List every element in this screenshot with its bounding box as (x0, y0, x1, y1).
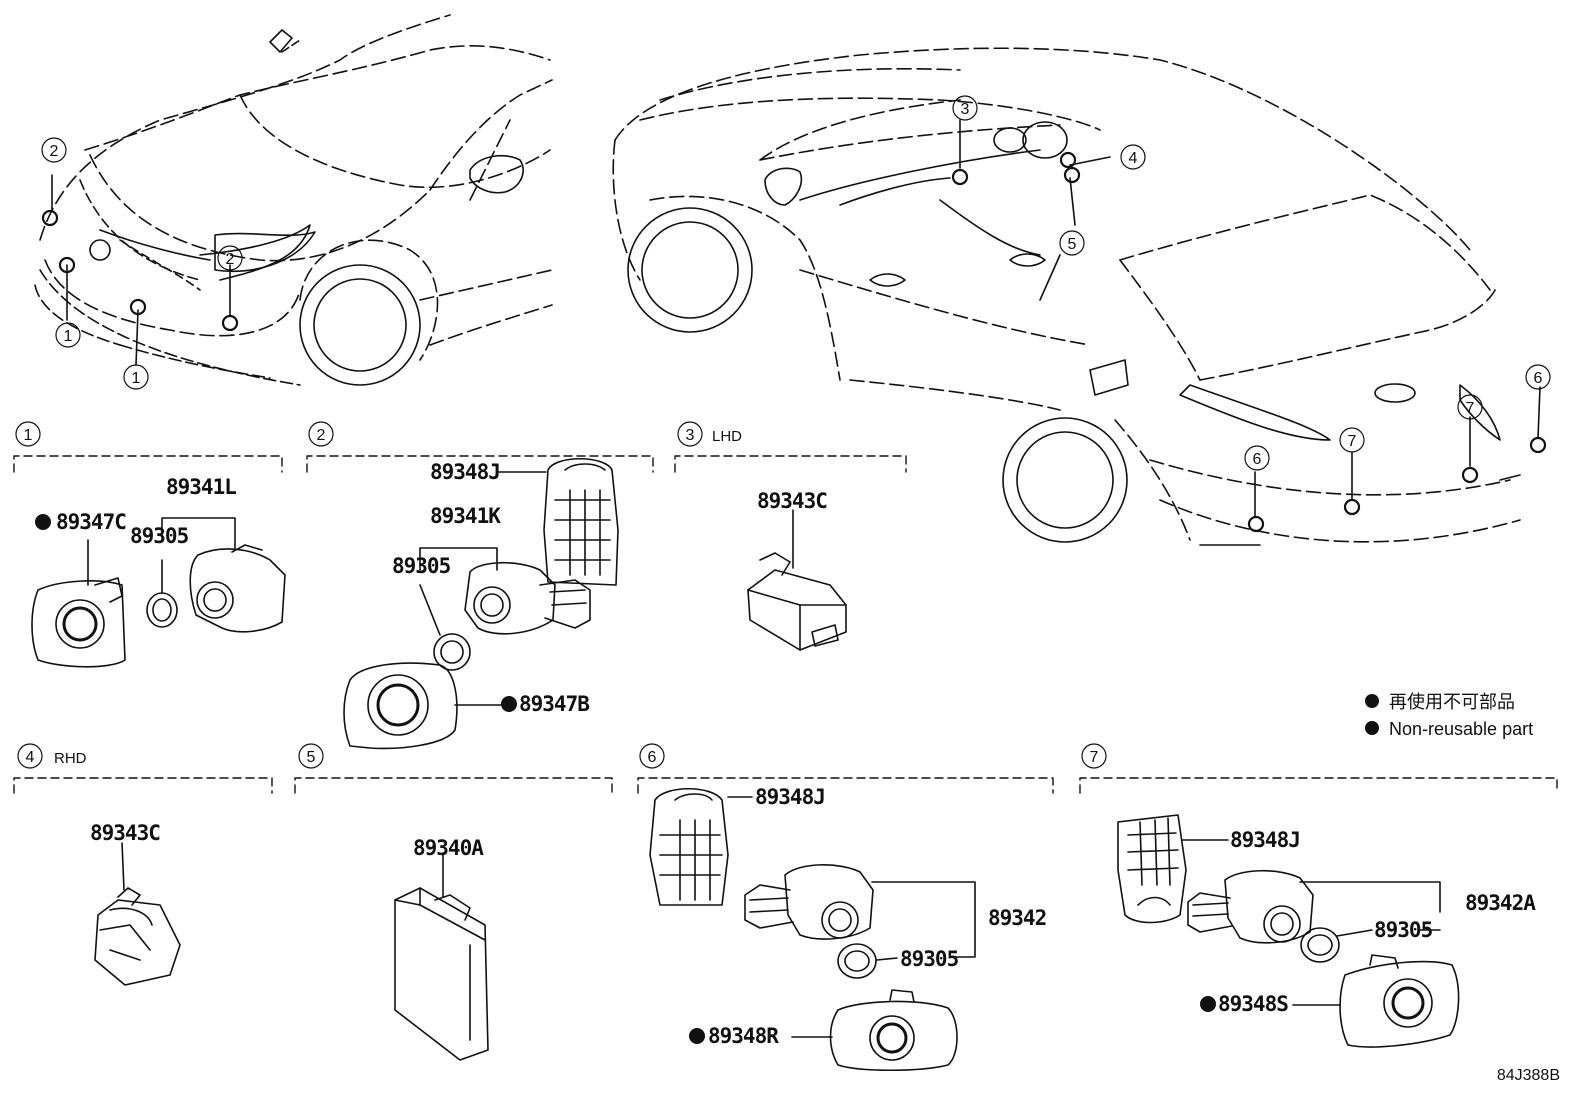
section-6-labels: 89348J 89342 89305 89348R (689, 785, 1047, 1048)
legend-dot-1 (1365, 694, 1379, 708)
part-89341K: 89341K (430, 504, 501, 528)
part-89305-s2: 89305 (392, 554, 451, 578)
part-89305-s1: 89305 (130, 524, 189, 548)
section-1-number: 1 (24, 427, 33, 444)
rear-car-illustration (613, 48, 1550, 545)
callout-7-rear-right: 7 (1466, 400, 1475, 417)
callout-2-front-upper: 2 (50, 143, 59, 160)
section-2-labels: 89348J 89341K 89305 89347B (392, 460, 590, 716)
section-headers (14, 456, 1557, 793)
section-number-circles (16, 422, 1106, 768)
section-6-parts (650, 789, 975, 1071)
part-89348R: 89348R (708, 1024, 779, 1048)
section-3-labels: 89343C (757, 489, 828, 513)
legend-non-reusable-jp: 再使用不可部品 (1389, 692, 1515, 712)
section-2-number: 2 (317, 427, 326, 444)
part-89348J-s6: 89348J (755, 785, 825, 809)
non-reusable-dot (689, 1028, 705, 1044)
part-89343C-lhd: 89343C (757, 489, 827, 513)
section-1-labels: 89341L 89347C 89305 (35, 475, 237, 548)
section-5-parts (395, 853, 488, 1060)
part-89348J-s7: 89348J (1230, 828, 1300, 852)
legend-non-reusable-en: Non-reusable part (1389, 719, 1533, 739)
part-89348J-s2: 89348J (430, 460, 500, 484)
part-89347C: 89347C (56, 510, 126, 534)
section-2-parts (344, 459, 618, 749)
part-89342A: 89342A (1465, 891, 1536, 915)
legend-dot-2 (1365, 721, 1379, 735)
section-1-parts (32, 518, 285, 667)
section-6-number: 6 (648, 749, 657, 766)
front-callout-labels: 2 2 1 1 (50, 143, 235, 387)
callout-1-front-left: 1 (64, 328, 73, 345)
part-89348S: 89348S (1218, 992, 1288, 1016)
callout-1-front-center: 1 (132, 370, 141, 387)
non-reusable-dot (35, 514, 51, 530)
diagram-code: 84J388B (1497, 1067, 1560, 1084)
section-4-parts (95, 843, 180, 985)
callout-4-rear: 4 (1129, 150, 1138, 167)
section-3-note: LHD (712, 428, 742, 445)
non-reusable-dot (1200, 996, 1216, 1012)
callout-5-rear: 5 (1068, 236, 1077, 253)
section-7-labels: 89348J 89342A 89305 89348S (1200, 828, 1537, 1016)
callout-6-rear-right: 6 (1534, 370, 1543, 387)
section-labels: 1 2 3 LHD 4 RHD 5 6 7 (24, 427, 1099, 767)
section-5-number: 5 (307, 749, 316, 766)
section-7-number: 7 (1090, 749, 1099, 766)
section-4-number: 4 (26, 749, 35, 766)
section-4-labels: 89343C (90, 821, 161, 845)
non-reusable-dot (501, 696, 517, 712)
part-89343C-rhd: 89343C (90, 821, 160, 845)
part-89347B: 89347B (519, 692, 589, 716)
rear-callout-labels: 3 4 5 6 7 7 6 (961, 101, 1543, 468)
section-3-number: 3 (686, 427, 695, 444)
section-5-labels: 89340A (413, 836, 485, 860)
part-89305-s7: 89305 (1374, 918, 1433, 942)
callout-3-rear: 3 (961, 101, 970, 118)
part-89341L: 89341L (166, 475, 236, 499)
section-3-parts (748, 510, 846, 650)
part-89342: 89342 (988, 906, 1046, 930)
callout-7-rear-center: 7 (1348, 433, 1357, 450)
front-car-illustration (35, 15, 552, 389)
legend: 再使用不可部品 Non-reusable part (1365, 692, 1533, 739)
part-89305-s6: 89305 (900, 947, 959, 971)
callout-2-front-headlight: 2 (226, 251, 235, 268)
section-7-parts (1118, 815, 1459, 1047)
part-89340A: 89340A (413, 836, 484, 860)
callout-6-rear-left: 6 (1253, 451, 1262, 468)
section-4-note: RHD (54, 750, 87, 767)
